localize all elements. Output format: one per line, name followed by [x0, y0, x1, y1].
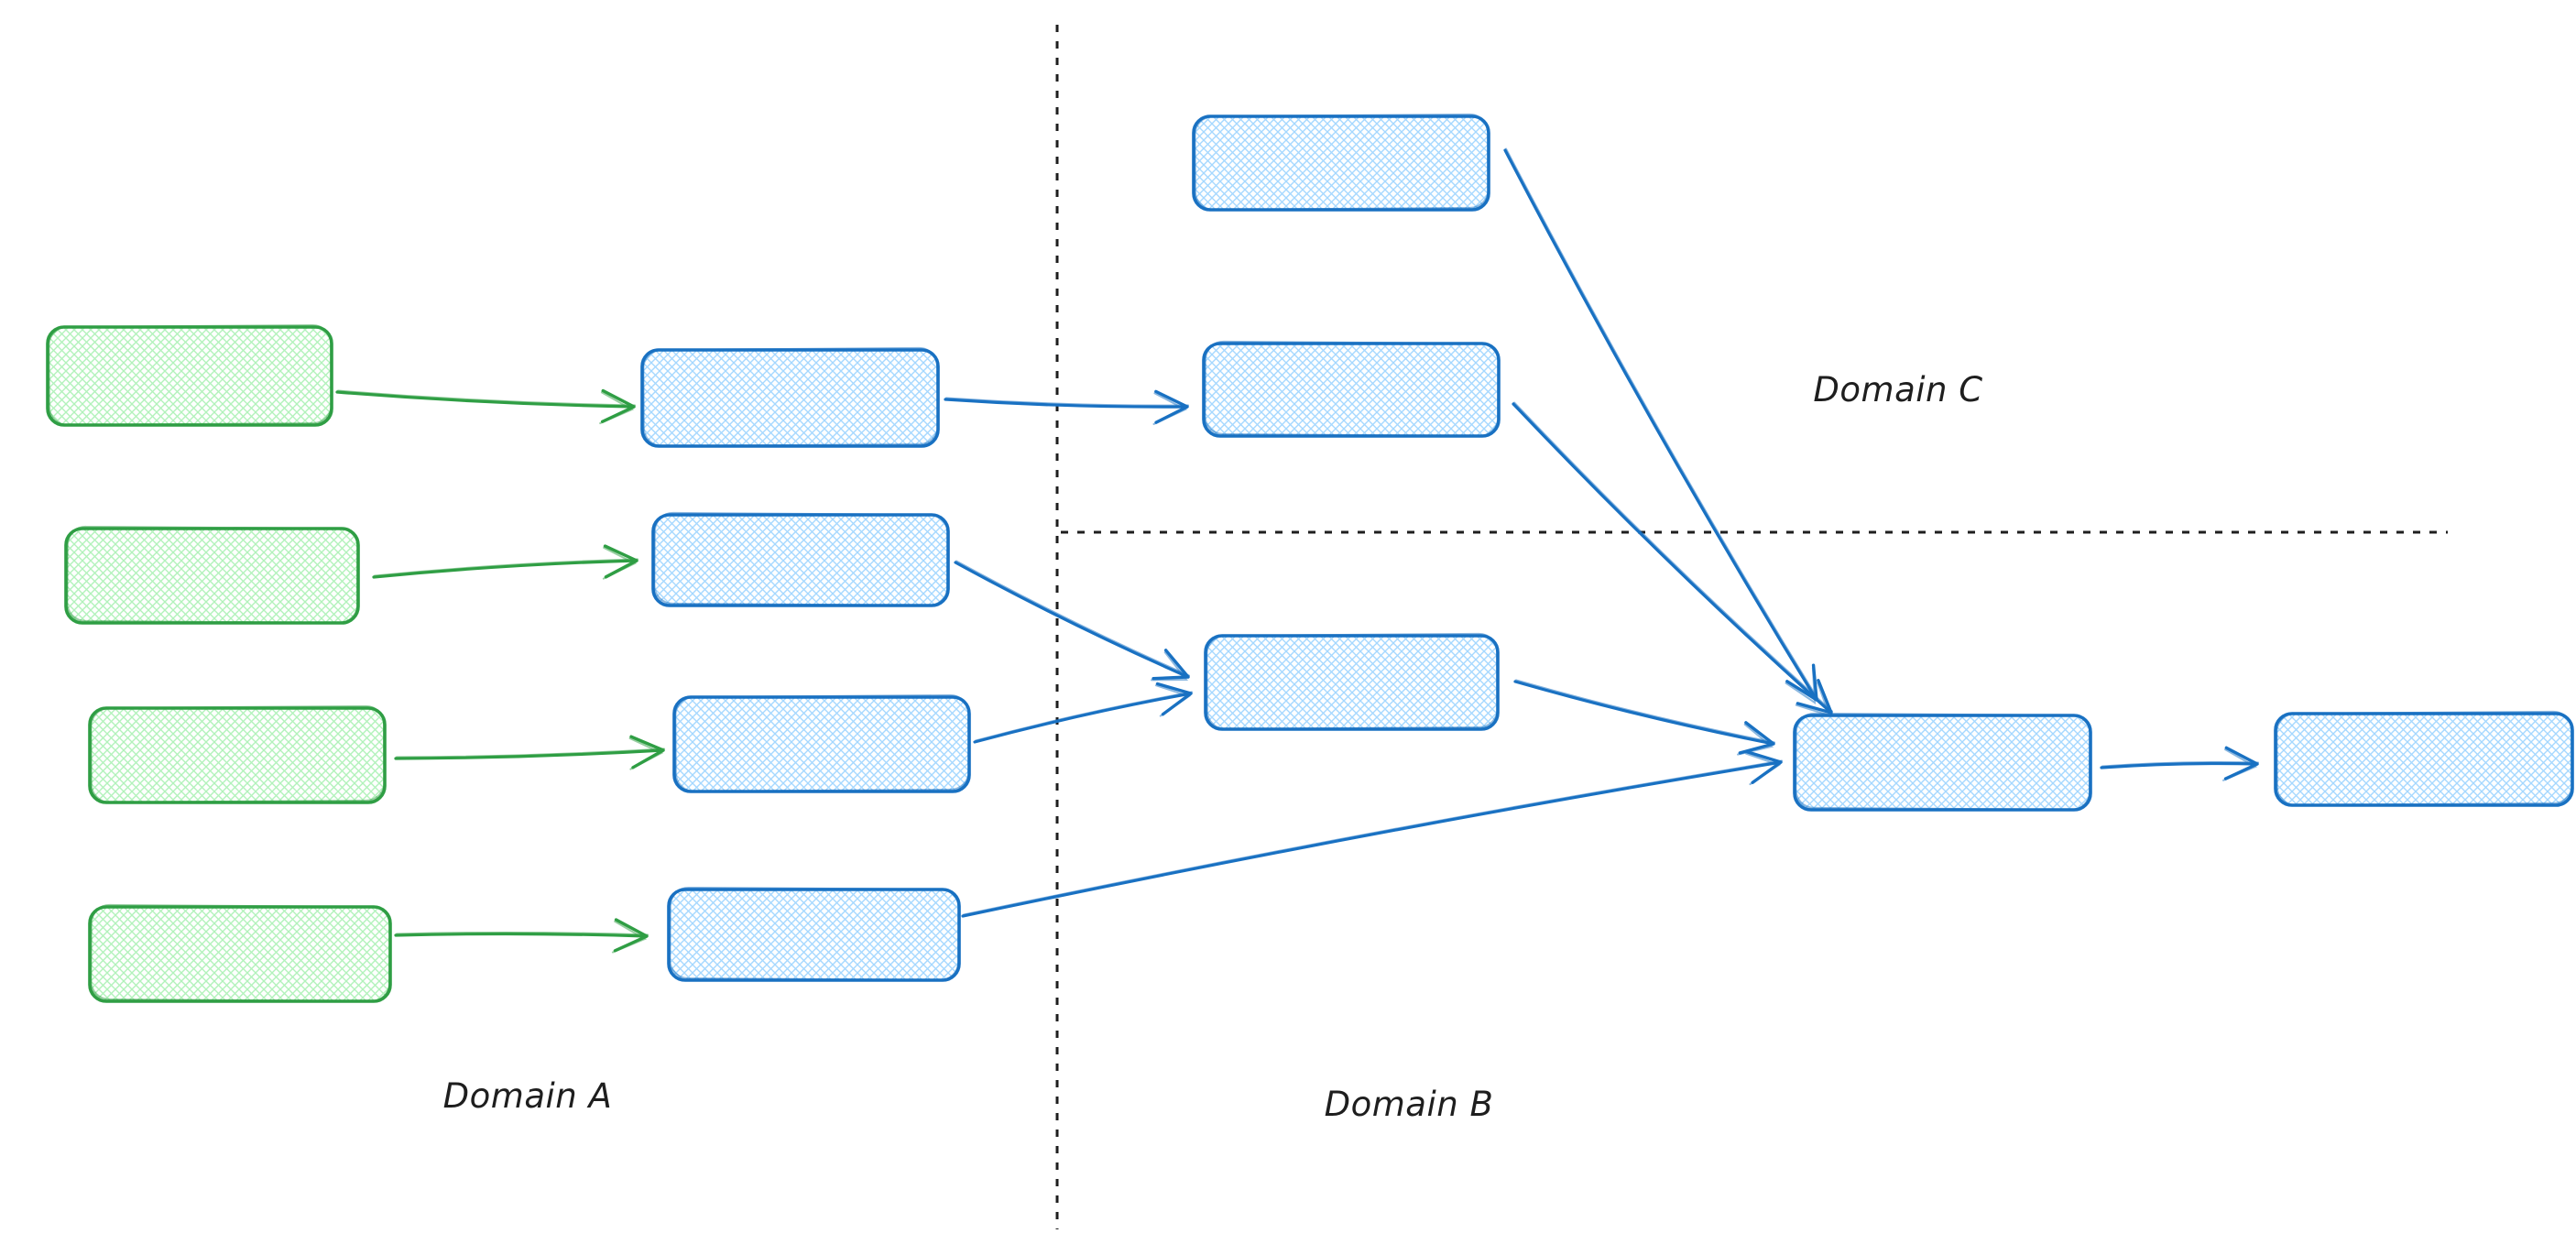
domain-c-label: Domain C: [1813, 370, 1982, 409]
node-a-target-2: [651, 511, 950, 607]
edge-b2: [954, 560, 1190, 682]
node-a-target-3: [672, 693, 971, 793]
edge-b6: [1512, 401, 1833, 717]
node-c-box-mid: [1202, 340, 1501, 438]
edge-b4: [961, 750, 1783, 918]
node-a-source-3: [88, 704, 387, 804]
edge-a1: [335, 388, 636, 425]
edge-b5: [1503, 147, 1818, 704]
edge-b1: [944, 389, 1189, 425]
node-b-box-left: [1204, 632, 1500, 731]
node-b-end: [2274, 710, 2574, 807]
node-a-target-4: [667, 886, 961, 982]
edge-b8: [2100, 746, 2259, 781]
edge-a2: [372, 544, 639, 580]
edge-b3: [973, 682, 1193, 744]
node-a-source-2: [64, 525, 360, 625]
domain-b-label: Domain B: [1325, 1085, 1494, 1124]
edge-a4: [394, 918, 649, 954]
node-b-merge: [1793, 712, 2092, 812]
node-c-box-top: [1192, 113, 1490, 212]
edge-b7: [1513, 679, 1775, 756]
node-a-target-1: [640, 346, 940, 448]
node-a-source-4: [88, 903, 392, 1003]
domain-a-label: Domain A: [443, 1076, 613, 1116]
node-a-source-1: [46, 323, 333, 427]
edge-a3: [394, 735, 665, 770]
